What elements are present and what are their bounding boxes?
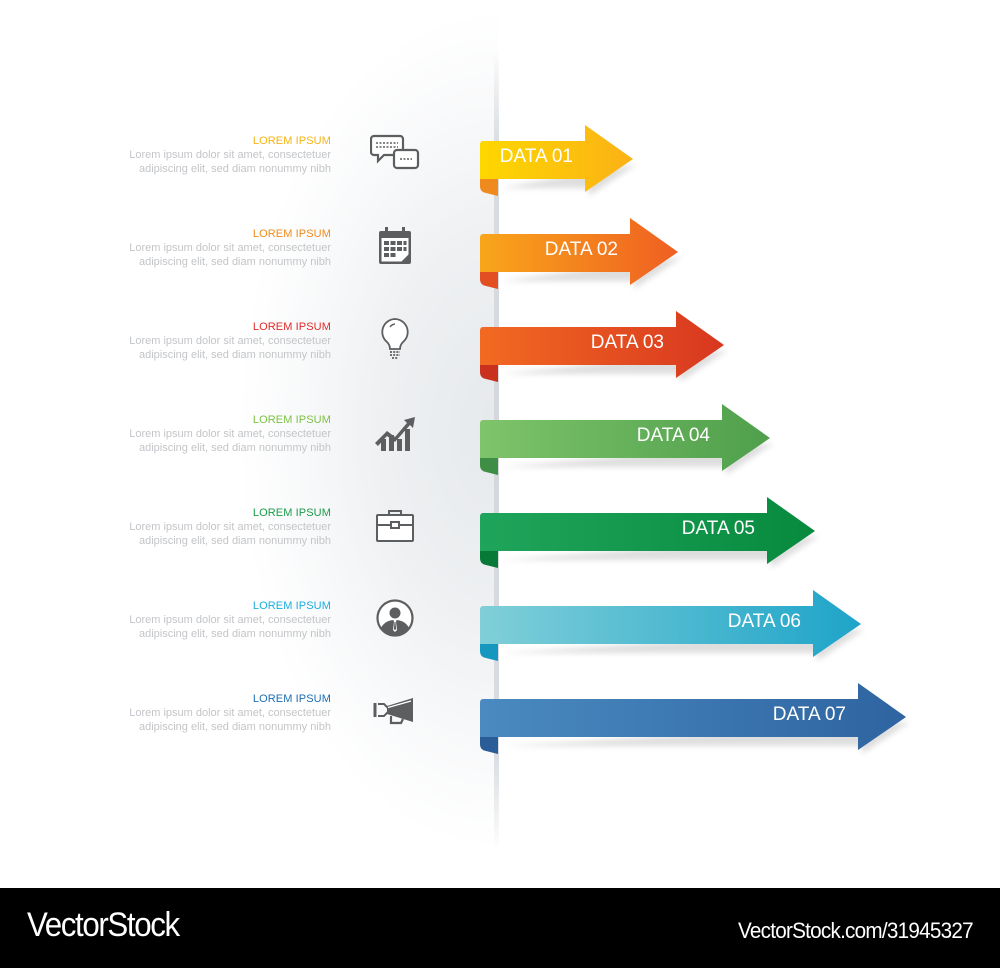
image-reference: VectorStock.com/31945327: [738, 918, 974, 943]
row-text-block: LOREM IPSUM Lorem ipsum dolor sit amet, c…: [71, 413, 331, 455]
growth-chart-icon: [370, 411, 420, 453]
data-arrow-ribbon: DATA 07: [480, 680, 910, 754]
row-text-block: LOREM IPSUM Lorem ipsum dolor sit amet, c…: [71, 599, 331, 641]
ribbon-label: DATA 02: [544, 239, 618, 260]
data-arrow-ribbon: DATA 01: [480, 122, 637, 196]
row-text-block: LOREM IPSUM Lorem ipsum dolor sit amet, c…: [71, 692, 331, 734]
row-text-block: LOREM IPSUM Lorem ipsum dolor sit amet, c…: [71, 134, 331, 176]
row-title: LOREM IPSUM: [252, 228, 331, 240]
infographic-row: LOREM IPSUM Lorem ipsum dolor sit amet, c…: [0, 590, 1000, 675]
ribbon-label: DATA 03: [590, 332, 664, 353]
data-arrow-ribbon: DATA 06: [480, 587, 865, 661]
ribbon-label: DATA 06: [727, 611, 801, 632]
infographic-row: LOREM IPSUM Lorem ipsum dolor sit amet, c…: [0, 311, 1000, 396]
row-text-block: LOREM IPSUM Lorem ipsum dolor sit amet, c…: [71, 506, 331, 548]
row-description-line-1: Lorem ipsum dolor sit amet, consectetuer: [129, 242, 331, 254]
data-arrow-ribbon: DATA 05: [480, 494, 819, 568]
ribbon-label: DATA 05: [681, 518, 755, 539]
row-description-line-2: adipiscing elit, sed diam nonummy nibh: [139, 163, 331, 175]
row-description-line-2: adipiscing elit, sed diam nonummy nibh: [139, 442, 331, 454]
row-text-block: LOREM IPSUM Lorem ipsum dolor sit amet, c…: [71, 227, 331, 269]
row-description-line-1: Lorem ipsum dolor sit amet, consectetuer: [129, 149, 331, 161]
data-arrow-ribbon: DATA 03: [480, 308, 728, 382]
background-panel: [0, 0, 498, 888]
infographic-row: LOREM IPSUM Lorem ipsum dolor sit amet, c…: [0, 497, 1000, 582]
row-title: LOREM IPSUM: [252, 693, 331, 705]
row-description-line-1: Lorem ipsum dolor sit amet, consectetuer: [129, 521, 331, 533]
infographic-row: LOREM IPSUM Lorem ipsum dolor sit amet, c…: [0, 404, 1000, 489]
brand-logo: VectorStock: [27, 906, 180, 944]
row-description-line-2: adipiscing elit, sed diam nonummy nibh: [139, 256, 331, 268]
infographic-row: LOREM IPSUM Lorem ipsum dolor sit amet, c…: [0, 683, 1000, 768]
row-description-line-2: adipiscing elit, sed diam nonummy nibh: [139, 535, 331, 547]
row-title: LOREM IPSUM: [252, 135, 331, 147]
row-description-line-1: Lorem ipsum dolor sit amet, consectetuer: [129, 335, 331, 347]
ribbon-label: DATA 04: [636, 425, 710, 446]
row-description-line-2: adipiscing elit, sed diam nonummy nibh: [139, 628, 331, 640]
briefcase-icon: [370, 504, 420, 546]
watermark-footer: VectorStock VectorStock.com/31945327: [0, 888, 1000, 968]
megaphone-icon: [370, 690, 420, 732]
row-title: LOREM IPSUM: [252, 507, 331, 519]
data-arrow-ribbon: DATA 04: [480, 401, 774, 475]
ribbon-label: DATA 07: [772, 704, 846, 725]
row-description-line-2: adipiscing elit, sed diam nonummy nibh: [139, 349, 331, 361]
data-arrow-ribbon: DATA 02: [480, 215, 682, 289]
row-title: LOREM IPSUM: [252, 600, 331, 612]
businessman-icon: [370, 597, 420, 639]
row-description-line-2: adipiscing elit, sed diam nonummy nibh: [139, 721, 331, 733]
lightbulb-icon: [370, 318, 420, 360]
calendar-icon: [370, 225, 420, 267]
infographic-row: LOREM IPSUM Lorem ipsum dolor sit amet, c…: [0, 218, 1000, 303]
row-description-line-1: Lorem ipsum dolor sit amet, consectetuer: [129, 428, 331, 440]
row-title: LOREM IPSUM: [252, 414, 331, 426]
row-text-block: LOREM IPSUM Lorem ipsum dolor sit amet, c…: [71, 320, 331, 362]
row-title: LOREM IPSUM: [252, 321, 331, 333]
chat-bubbles-icon: [370, 132, 420, 174]
ribbon-label: DATA 01: [499, 146, 573, 167]
row-description-line-1: Lorem ipsum dolor sit amet, consectetuer: [129, 707, 331, 719]
infographic-row: LOREM IPSUM Lorem ipsum dolor sit amet, c…: [0, 125, 1000, 210]
row-description-line-1: Lorem ipsum dolor sit amet, consectetuer: [129, 614, 331, 626]
